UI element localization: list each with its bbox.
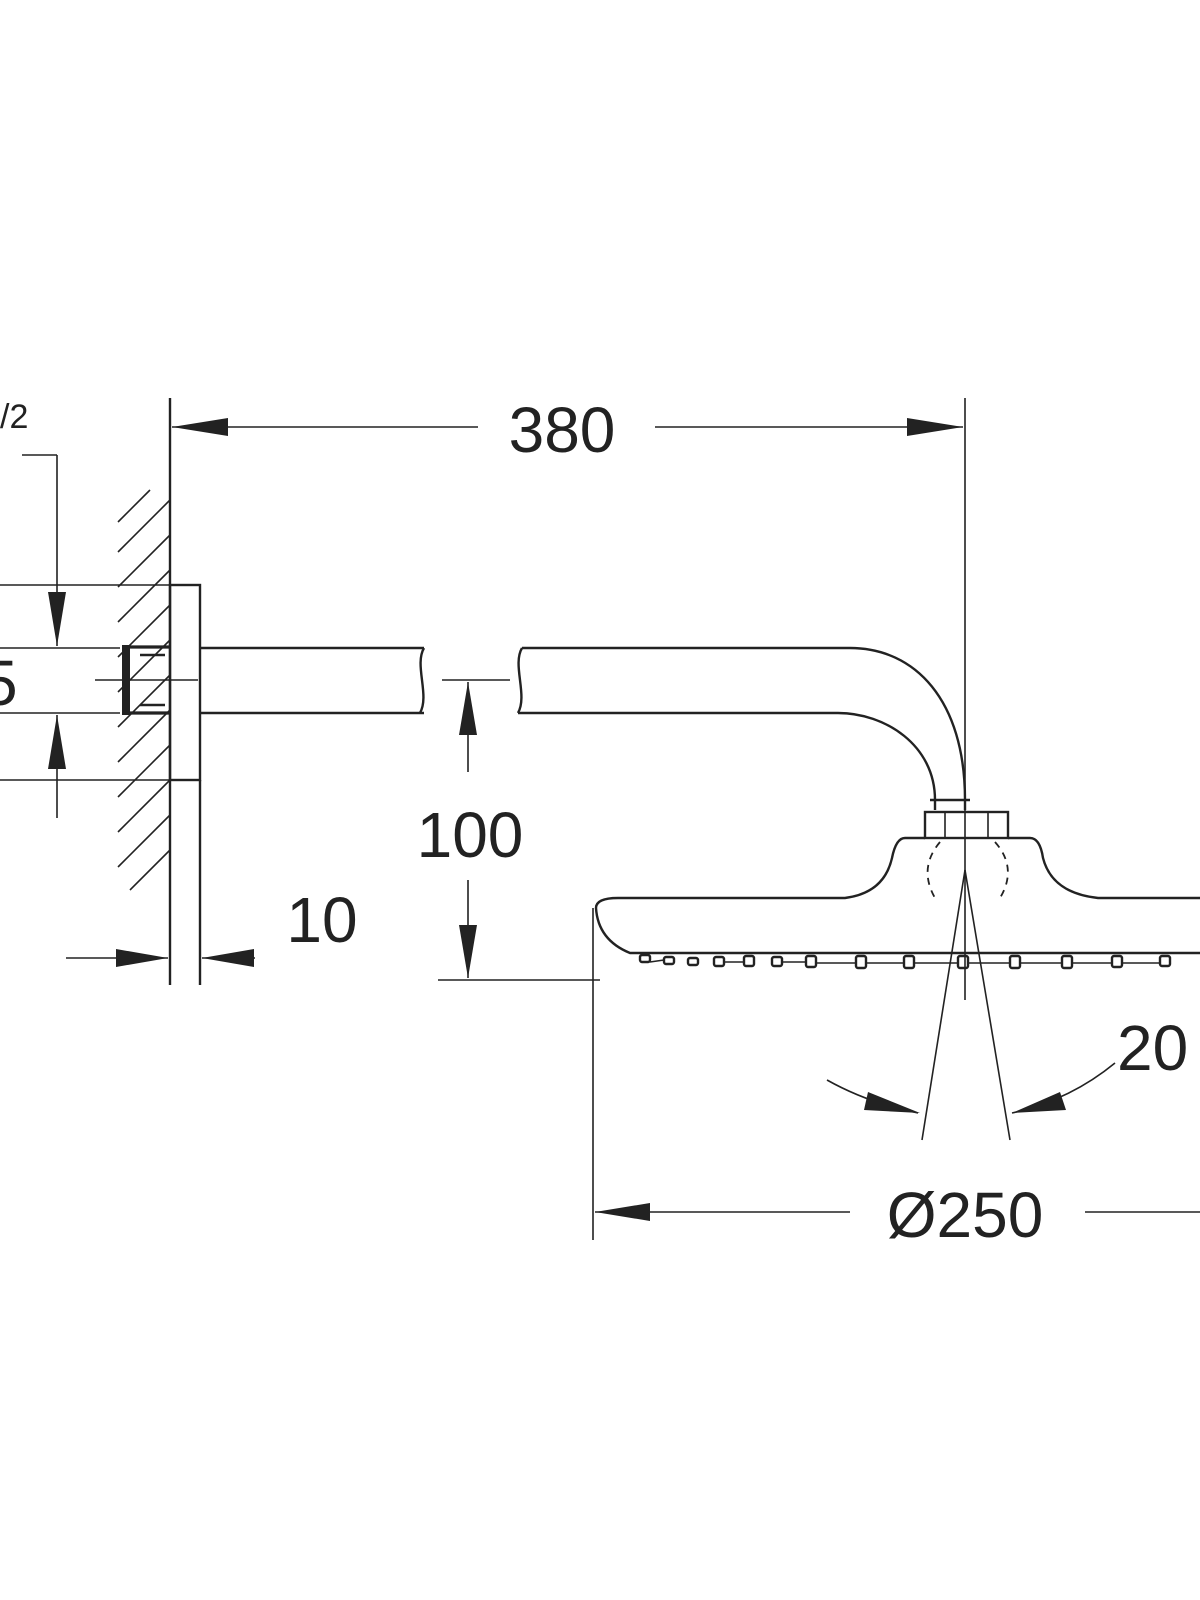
head-body-outline-right xyxy=(1008,836,1200,900)
dimension-head-diameter: Ø250 xyxy=(592,908,1200,1251)
dimension-flange-depth: 10 xyxy=(66,884,358,967)
arm-bend-inner xyxy=(518,711,937,810)
dimension-arm-length: 380 xyxy=(172,394,963,466)
arm-bend-outer xyxy=(522,646,967,810)
drop-height-label: 100 xyxy=(417,799,524,871)
arm-break-right xyxy=(516,647,524,714)
arm-break-left xyxy=(418,647,426,714)
thread-height-label: 5 xyxy=(0,647,18,719)
shower-arm xyxy=(200,646,970,810)
head-diameter-label: Ø250 xyxy=(887,1179,1044,1251)
dimension-thread: 5 /2 xyxy=(0,398,198,818)
spray-nozzles xyxy=(638,953,1172,970)
head-hidden-left xyxy=(926,841,941,899)
spray-angle-label: 20 xyxy=(1117,1012,1188,1084)
flange-depth-label: 10 xyxy=(286,884,357,956)
dimension-drop-height: 100 xyxy=(417,679,600,981)
wall-flange xyxy=(168,583,202,985)
arm-length-label: 380 xyxy=(509,394,616,466)
head-nut xyxy=(923,810,1010,840)
shower-head xyxy=(594,810,1200,970)
thread-size-label: /2 xyxy=(0,398,28,436)
flange-body xyxy=(168,583,202,782)
head-body-outline xyxy=(594,836,1200,955)
wall-hatching xyxy=(117,489,171,891)
dimension-spray-angle: 20 xyxy=(826,869,1188,1141)
head-hidden-right xyxy=(994,841,1009,899)
